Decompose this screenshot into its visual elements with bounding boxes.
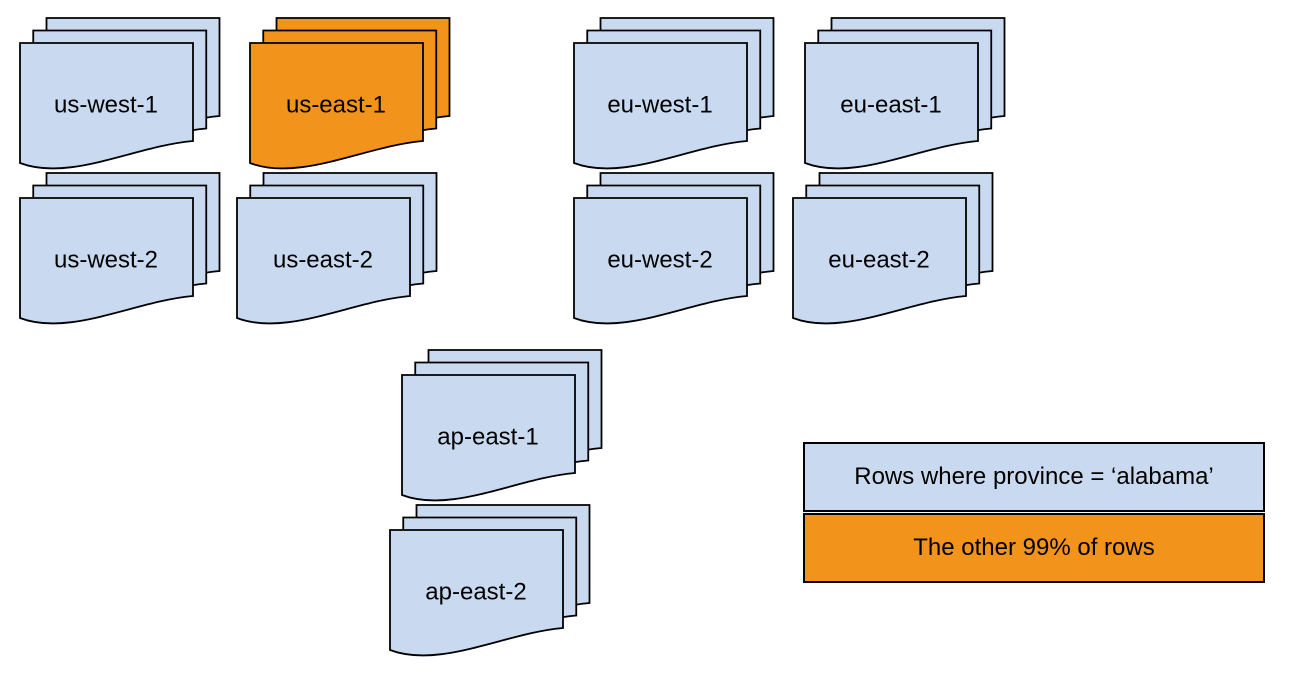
region-label: us-east-2 [273, 247, 373, 274]
region-label: us-west-1 [54, 92, 158, 119]
region-label: eu-west-1 [607, 92, 712, 119]
region-stack-us-west-2: us-west-2 [19, 172, 221, 325]
region-stack-eu-east-1: eu-east-1 [804, 17, 1006, 170]
region-stack-ap-east-1: ap-east-1 [401, 349, 603, 502]
region-stack-eu-east-2: eu-east-2 [792, 172, 994, 325]
region-label: us-east-1 [286, 92, 386, 119]
region-stack-eu-west-1: eu-west-1 [573, 17, 775, 170]
legend-item-label: The other 99% of rows [913, 534, 1155, 561]
legend-item-alabama-rows: Rows where province = ‘alabama’ [803, 442, 1265, 512]
legend-item-label: Rows where province = ‘alabama’ [854, 463, 1214, 490]
region-label: us-west-2 [54, 247, 158, 274]
region-stack-us-east-2: us-east-2 [236, 172, 438, 325]
legend-item-other-rows: The other 99% of rows [803, 513, 1265, 583]
region-stack-ap-east-2: ap-east-2 [389, 504, 591, 657]
region-stack-us-west-1: us-west-1 [19, 17, 221, 170]
region-label: eu-west-2 [607, 247, 712, 274]
region-stack-us-east-1: us-east-1 [249, 17, 451, 170]
region-label: ap-east-2 [425, 579, 526, 606]
region-label: ap-east-1 [437, 424, 538, 451]
region-label: eu-east-1 [840, 92, 941, 119]
region-label: eu-east-2 [828, 247, 929, 274]
legend: Rows where province = ‘alabama’ The othe… [803, 442, 1265, 583]
region-stack-eu-west-2: eu-west-2 [573, 172, 775, 325]
